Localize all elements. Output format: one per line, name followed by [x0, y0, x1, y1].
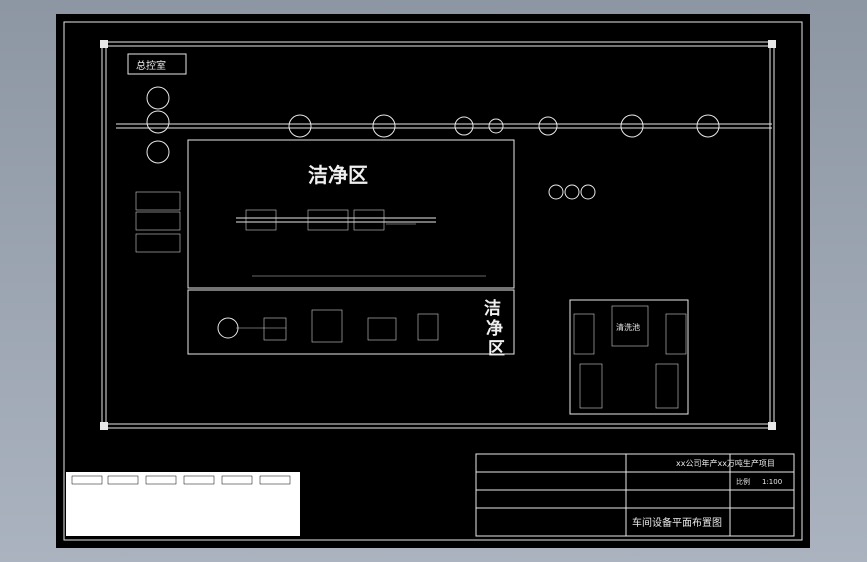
control-room-label: 总控室 [136, 59, 166, 72]
legend-panel [66, 472, 300, 536]
upper-clean-zone-label: 洁净区 [308, 163, 368, 187]
washroom-label: 清洗池 [616, 322, 640, 332]
equipment-circles [146, 86, 720, 200]
drawing-title: 车间设备平面布置图 [632, 516, 722, 529]
scale-value: 1:100 [762, 478, 782, 486]
title-block: xx公司年产xx万吨生产项目 车间设备平面布置图 比例 1:100 [475, 453, 795, 537]
drawing-sheet: 总控室 洁净区 洁 净 区 清洗池 [56, 14, 810, 548]
cad-drawing: 总控室 洁净区 洁 净 区 清洗池 [63, 21, 803, 541]
lower-clean-zone-label-3: 区 [488, 339, 505, 359]
lower-clean-zone-label-1: 洁 [484, 298, 501, 319]
lower-clean-zone: 洁 净 区 [187, 289, 515, 359]
upper-clean-zone: 洁净区 [135, 139, 515, 289]
scale-label: 比例 [736, 477, 750, 486]
control-room: 总控室 [127, 53, 187, 75]
drawing-border [63, 21, 803, 541]
lower-clean-zone-label-2: 净 [486, 318, 503, 339]
building-walls [100, 40, 776, 430]
main-pipeline [116, 123, 772, 129]
project-name: xx公司年产xx万吨生产项目 [676, 458, 775, 468]
change-rooms: 清洗池 [569, 299, 689, 415]
